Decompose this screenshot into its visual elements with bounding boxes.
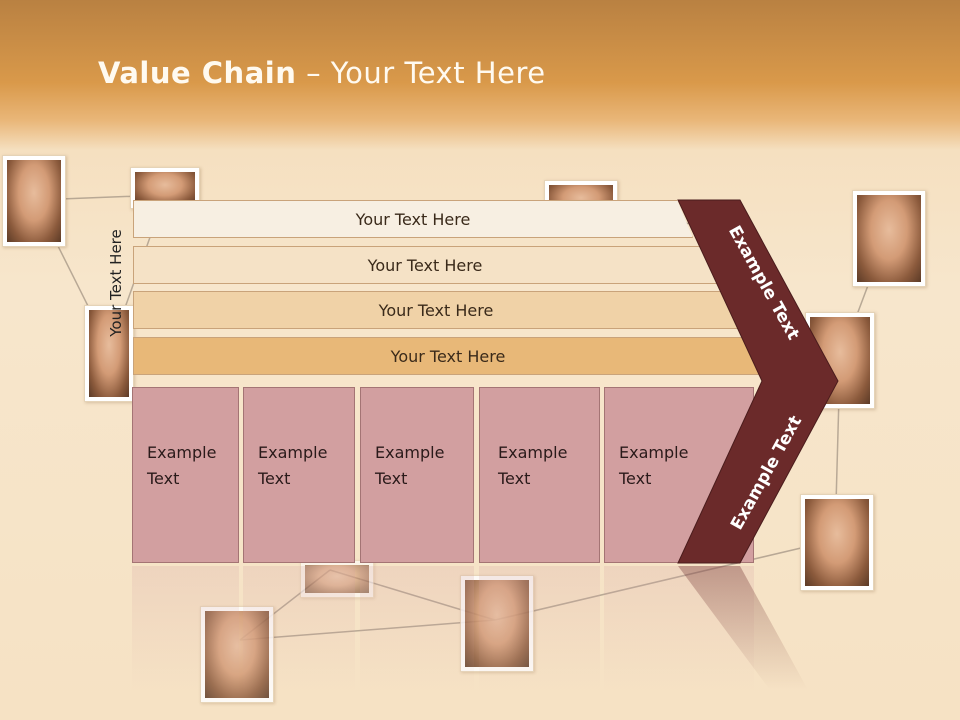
portrait-photo-10: [300, 560, 374, 598]
value-bar-3: Your Text Here: [133, 291, 739, 329]
portrait-photo-3: [84, 305, 134, 402]
value-bar-4-text: Your Text Here: [390, 346, 506, 366]
portrait-photo-7: [800, 494, 874, 591]
value-bar-2-text: Your Text Here: [367, 255, 483, 275]
chevron-reflection: [678, 566, 808, 690]
activity-box-5-line2: Text: [619, 469, 652, 488]
value-bar-1: Your Text Here: [133, 200, 693, 238]
value-bar-3-text: Your Text Here: [378, 300, 494, 320]
title-bold: Value Chain: [98, 56, 297, 90]
portrait-photo-8: [200, 606, 274, 703]
value-bar-1-text: Your Text Here: [355, 209, 471, 229]
title-rest: – Your Text Here: [296, 56, 546, 90]
title-banner: [0, 0, 960, 150]
activity-box-1-line2: Text: [147, 469, 180, 488]
portrait-photo-5: [852, 190, 926, 287]
value-bar-4: Your Text Here: [133, 337, 763, 375]
activity-box-1-line1: Example: [147, 443, 217, 462]
activity-box-4-line2: Text: [498, 469, 531, 488]
activity-box-4-line1: Example: [498, 443, 568, 462]
chevron-shape: [677, 199, 839, 564]
activity-box-5-line1: Example: [619, 443, 689, 462]
activity-box-3-line1: Example: [375, 443, 445, 462]
value-bar-2: Your Text Here: [133, 246, 717, 284]
activity-box-3-line2: Text: [375, 469, 408, 488]
slide-title: Value Chain – Your Text Here: [98, 56, 546, 90]
activity-box-2-line1: Example: [258, 443, 328, 462]
activity-box-2-line2: Text: [258, 469, 291, 488]
portrait-photo-9: [460, 575, 534, 672]
portrait-photo-1: [2, 155, 66, 247]
